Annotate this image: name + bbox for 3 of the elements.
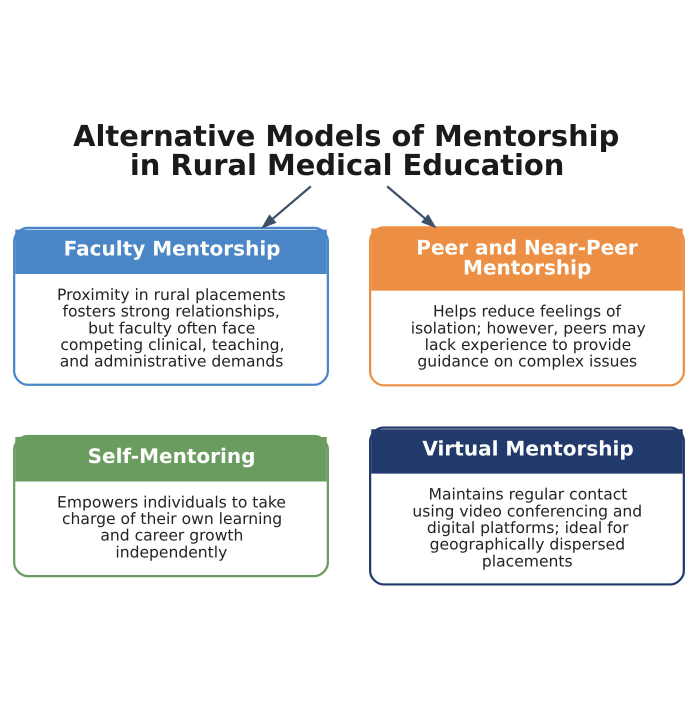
arrow xyxy=(386,185,437,228)
node-text: Alternative Models of Mentorship in Rural Medical Education xyxy=(73,118,620,182)
arrow xyxy=(261,185,312,228)
